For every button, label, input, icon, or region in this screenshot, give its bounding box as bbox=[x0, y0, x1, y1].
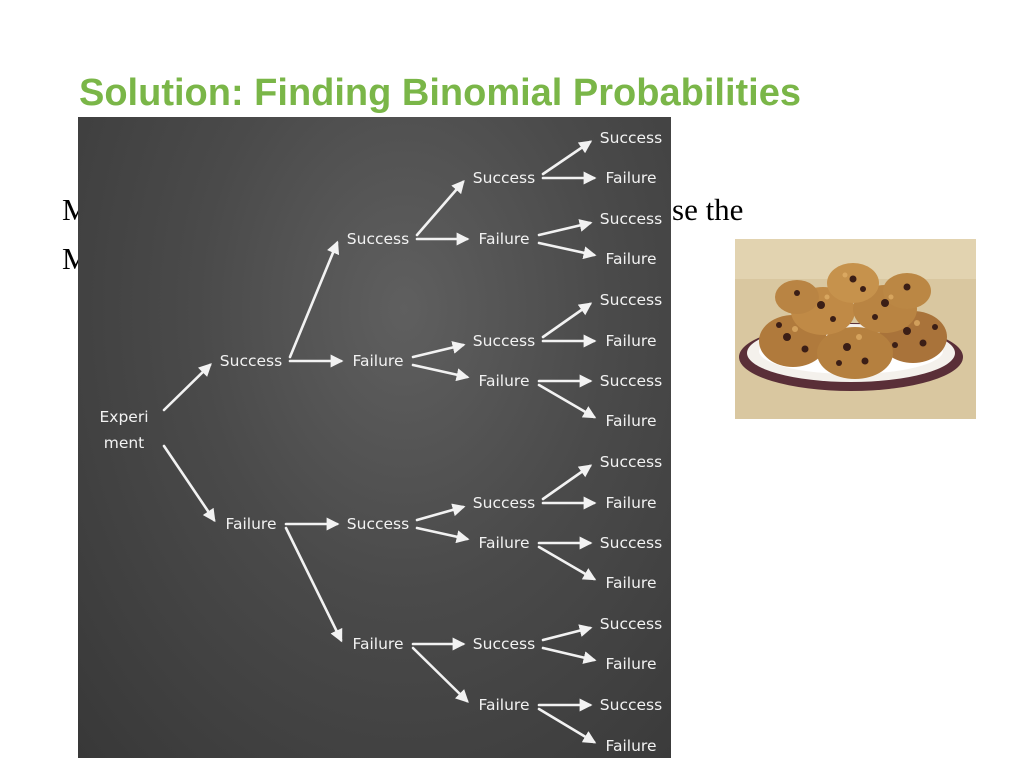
tree-arrow-f-ff bbox=[284, 526, 343, 643]
tree-node-ssfs: Success bbox=[600, 210, 662, 228]
tree-node-sfs: Success bbox=[473, 332, 535, 350]
tree-arrow-s-ss bbox=[288, 240, 340, 359]
tree-node-ffs: Success bbox=[473, 635, 535, 653]
tree-arrow-ss-sss bbox=[415, 180, 465, 237]
tree-arrow-sfs-sfss bbox=[541, 302, 593, 339]
tree-node-fsff: Failure bbox=[606, 574, 657, 592]
tree-node-sf: Failure bbox=[353, 352, 404, 370]
tree-arrow-sf-sff bbox=[411, 363, 470, 382]
slide-title: Solution: Finding Binomial Probabilities bbox=[79, 72, 801, 114]
tree-node-sssf: Failure bbox=[606, 169, 657, 187]
tree-arrow-sff-sfff bbox=[537, 383, 597, 419]
tree-node-ssff: Failure bbox=[606, 250, 657, 268]
tree-node-sss: Success bbox=[473, 169, 535, 187]
tree-arrow-root-f bbox=[162, 444, 216, 523]
tree-arrow-fss-fsss bbox=[541, 464, 593, 501]
tree-node-ssss: Success bbox=[600, 129, 662, 147]
tree-node-fs: Success bbox=[347, 515, 409, 533]
tree-arrow-fs-fsf bbox=[415, 526, 470, 544]
tree-node-ffss: Success bbox=[600, 615, 662, 633]
tree-node-fss: Success bbox=[473, 494, 535, 512]
tree-node-ssf: Failure bbox=[479, 230, 530, 248]
tree-arrow-ssf-ssfs bbox=[537, 219, 593, 237]
tree-node-ffff: Failure bbox=[606, 737, 657, 755]
tree-node-fsfs: Success bbox=[600, 534, 662, 552]
tree-node-sfff: Failure bbox=[606, 412, 657, 430]
tree-node-fffs: Success bbox=[600, 696, 662, 714]
tree-node-f: Failure bbox=[226, 515, 277, 533]
tree-node-s: Success bbox=[220, 352, 282, 370]
tree-node-ff: Failure bbox=[353, 635, 404, 653]
tree-node-ffsf: Failure bbox=[606, 655, 657, 673]
tree-node-sfsf: Failure bbox=[606, 332, 657, 350]
tree-node-sfss: Success bbox=[600, 291, 662, 309]
tree-node-fsf: Failure bbox=[479, 534, 530, 552]
tree-arrow-fff-ffff bbox=[537, 707, 597, 744]
tree-arrow-ffs-ffsf bbox=[541, 646, 597, 664]
tree-node-ss: Success bbox=[347, 230, 409, 248]
tree-node-fsss: Success bbox=[600, 453, 662, 471]
tree-arrow-fsf-fsff bbox=[537, 545, 597, 581]
tree-node-sff: Failure bbox=[479, 372, 530, 390]
tree-node-fff: Failure bbox=[479, 696, 530, 714]
body-text-line-1-tail: se the bbox=[672, 192, 744, 227]
tree-arrow-sf-sfs bbox=[411, 341, 466, 359]
tree-arrow-fs-fss bbox=[415, 503, 466, 522]
tree-arrow-root-s bbox=[162, 363, 212, 412]
tree-arrow-ssf-ssff bbox=[537, 241, 597, 260]
tree-node-fssf: Failure bbox=[606, 494, 657, 512]
tree-arrow-sss-ssss bbox=[541, 140, 593, 176]
tree-arrow-ff-fff bbox=[411, 646, 469, 703]
cookie-plate-image bbox=[735, 239, 976, 419]
tree-node-sffs: Success bbox=[600, 372, 662, 390]
tree-arrow-ffs-ffss bbox=[541, 624, 593, 642]
